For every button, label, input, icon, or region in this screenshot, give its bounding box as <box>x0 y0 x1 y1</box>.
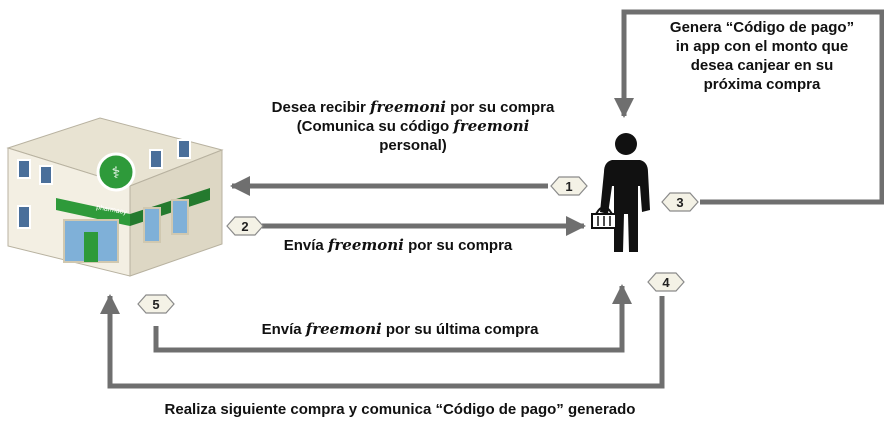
step-2-text: Envía <box>283 237 324 254</box>
step-1-text: Desea recibir <box>271 99 366 116</box>
step-1-label: Desea recibir freemoni por su compra (Co… <box>268 98 558 155</box>
step-4-label: Realiza siguiente compra y comunica “Cód… <box>120 400 680 419</box>
step-badge-5 <box>137 294 175 314</box>
step-badge-2 <box>226 216 264 236</box>
step-1-brand-2: freemoni <box>453 117 530 135</box>
step-3-label: Genera “Código de pago” in app con el mo… <box>668 18 856 94</box>
step-4-text: Realiza siguiente compra y comunica “Cód… <box>164 401 636 418</box>
step-2-brand: freemoni <box>327 236 404 254</box>
step-1-text-after: por su compra (Comunica su código <box>296 99 555 135</box>
step-1-text-end: personal) <box>379 137 447 154</box>
step-5-brand: freemoni <box>305 320 382 338</box>
svg-text:⚕: ⚕ <box>112 163 121 182</box>
step-number-2: 2 <box>241 219 248 234</box>
step-2-text-after: por su compra <box>408 237 513 254</box>
arrow-step-3 <box>614 9 884 205</box>
pharmacy-store-icon: ⚕ pharmacy <box>6 117 224 277</box>
step-3-text: Genera “Código de pago” in app con el mo… <box>669 19 855 93</box>
step-badge-1 <box>550 176 588 196</box>
arrow-step-5 <box>153 284 632 353</box>
step-number-5: 5 <box>152 297 159 312</box>
step-5-text-after: por su última compra <box>385 321 539 338</box>
shopper-person-icon <box>600 133 650 252</box>
step-number-4: 4 <box>662 275 670 290</box>
step-5-label: Envía freemoni por su última compra <box>200 320 600 339</box>
step-1-brand: freemoni <box>370 98 446 116</box>
arrow-step-4 <box>100 294 665 389</box>
step-number-3: 3 <box>676 195 683 210</box>
step-badge-4 <box>647 272 685 292</box>
shopping-basket-icon <box>591 206 617 229</box>
step-badge-3 <box>661 192 699 212</box>
step-5-text: Envía <box>261 321 302 338</box>
step-number-1: 1 <box>565 179 572 194</box>
step-2-label: Envía freemoni por su compra <box>278 236 518 255</box>
